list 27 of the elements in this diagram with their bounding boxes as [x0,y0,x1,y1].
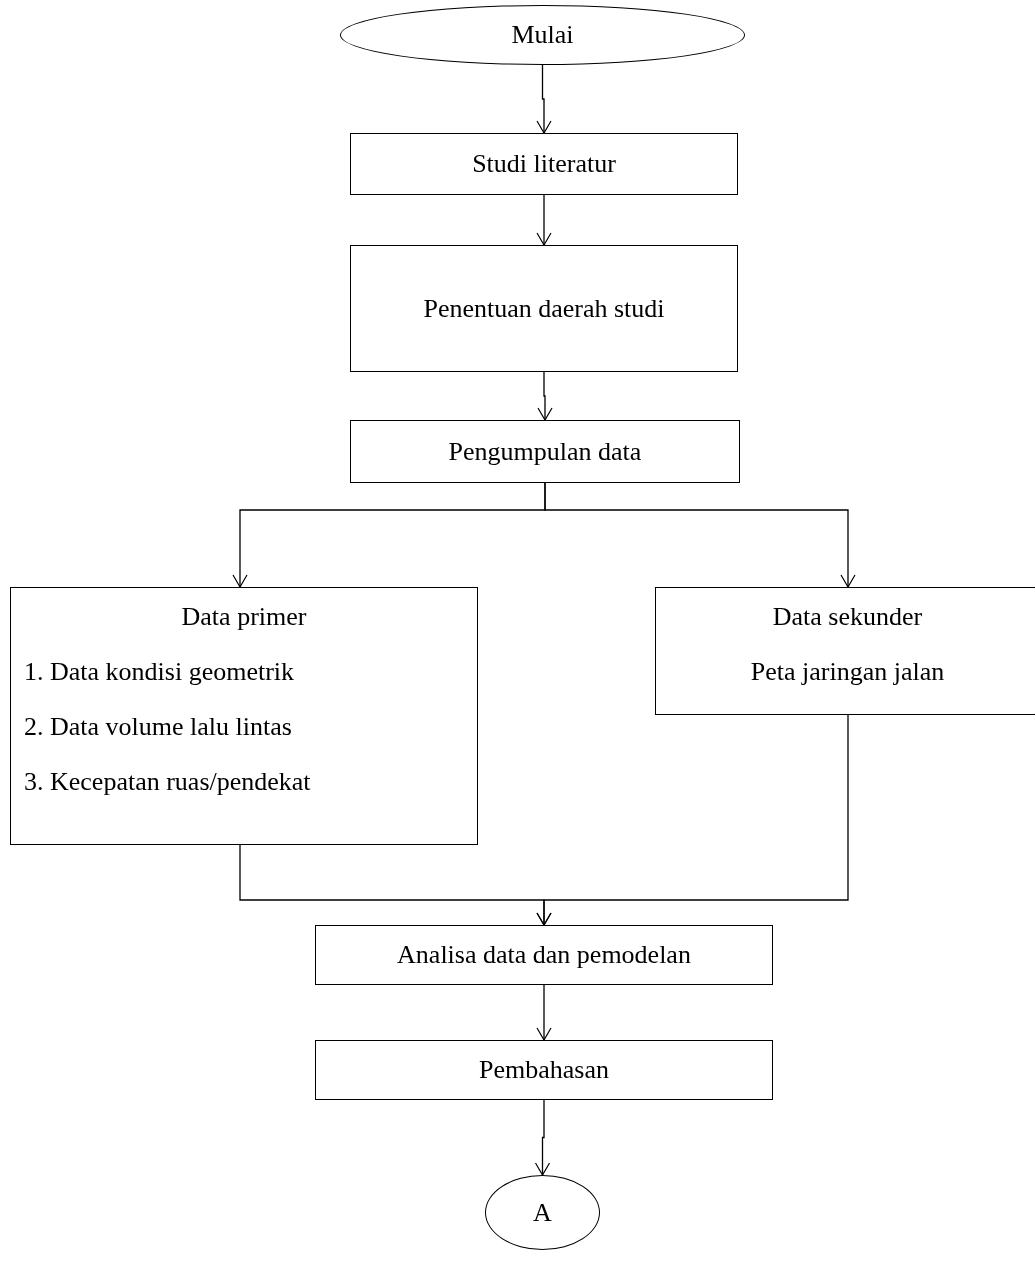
box-label: Penentuan daerah studi [422,293,666,324]
process-box [315,925,773,985]
box-label: Analisa data dan pemodelan [396,940,692,970]
process-box [350,245,738,372]
list-item: 1. Data kondisi geometrik [24,657,295,687]
list-item: 2. Data volume lalu lintas [24,712,292,742]
process-box [655,587,1035,715]
box-label: Mulai [510,20,575,50]
arrow [534,1099,551,1176]
process-box [315,1040,773,1100]
arrow [536,194,552,246]
process-box [350,133,738,195]
box-label: Studi literatur [471,149,617,179]
box-label: Pembahasan [478,1055,610,1085]
box-text: Peta jaringan jalan [749,657,946,687]
box-label: A [532,1197,553,1228]
box-label: Pengumpulan data [447,436,643,467]
process-box [10,587,478,845]
list-item: 3. Kecepatan ruas/pendekat [24,767,311,797]
arrow [536,984,552,1041]
arrow [536,64,552,134]
box-heading: Data sekunder [771,602,924,632]
arrow [537,371,553,421]
arrow [536,714,849,926]
arrow [544,482,856,588]
process-box [350,420,740,483]
box-heading: Data primer [180,602,308,632]
